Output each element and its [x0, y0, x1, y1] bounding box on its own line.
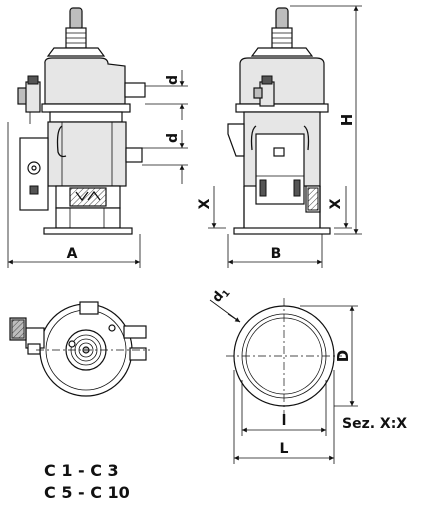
dim-d-mid-label: d: [165, 133, 181, 143]
section-view: [226, 298, 342, 414]
side-view: [227, 7, 331, 235]
section-dimensions: d1 D l L Sez. X:X: [210, 284, 407, 464]
dim-x-right-label: X: [328, 198, 344, 209]
dim-x-left-label: X: [197, 198, 213, 209]
top-view: [9, 301, 150, 397]
section-label: Sez. X:X: [342, 416, 407, 432]
model-label-1: C 1 - C 3: [44, 461, 119, 480]
dim-d-label: D: [334, 350, 352, 362]
model-label-2: C 5 - C 10: [44, 483, 130, 502]
front-view: [17, 7, 146, 235]
dim-a-label: A: [67, 246, 78, 262]
dim-l-label: l: [282, 413, 287, 429]
dim-b-label: B: [271, 246, 282, 262]
dim-L-label: L: [280, 441, 289, 457]
front-dimensions: A d d X: [7, 70, 226, 268]
dim-h-label: H: [338, 114, 356, 127]
dim-d-top-label: d: [165, 75, 181, 85]
dim-d1-label: d1: [210, 284, 233, 307]
side-dimensions: B H X: [227, 5, 362, 268]
